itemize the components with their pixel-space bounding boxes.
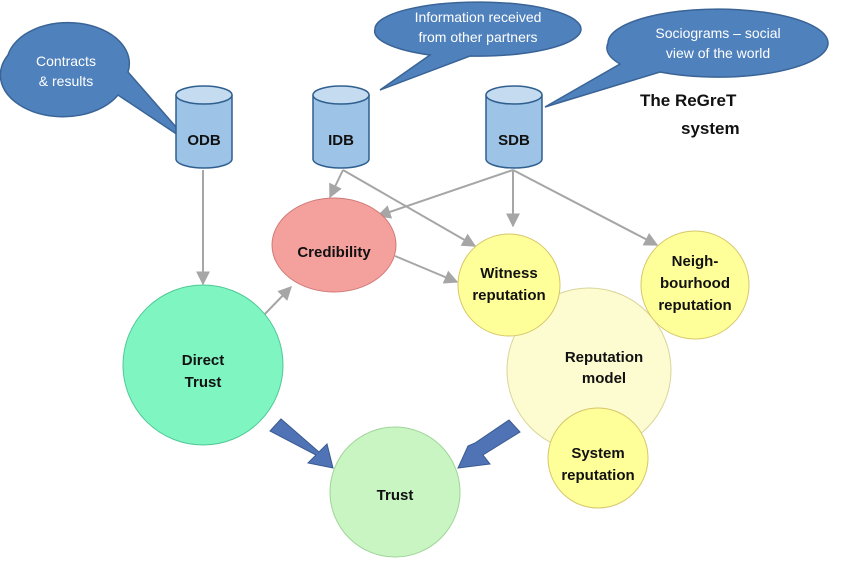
arrow-credibility-to-witness bbox=[394, 255, 459, 284]
information-callout-line1: Information received bbox=[415, 9, 542, 25]
idb-database: IDB bbox=[312, 85, 370, 169]
sociograms-callout-line1: Sociograms – social bbox=[655, 25, 780, 41]
system-reputation-node: System reputation bbox=[547, 407, 649, 509]
neighbourhood-reputation-node: Neigh- bourhood reputation bbox=[640, 230, 750, 340]
contracts-callout-line1: Contracts bbox=[36, 53, 96, 69]
credibility-node: Credibility bbox=[271, 197, 397, 293]
contracts-callout-line2: & results bbox=[39, 73, 93, 89]
connector-arrows bbox=[196, 169, 659, 318]
diagram-title-line1: The ReGreT bbox=[640, 91, 737, 110]
arrow-direct-trust-to-trust bbox=[269, 418, 334, 469]
direct-trust-label-line1: Direct bbox=[182, 352, 225, 369]
diagram-title-line2: system bbox=[681, 119, 740, 138]
information-callout-line2: from other partners bbox=[418, 29, 537, 45]
reputation-model-label-line2: model bbox=[582, 370, 626, 387]
arrow-sdb-to-neighbourhood bbox=[512, 169, 659, 246]
system-label-line1: System bbox=[571, 445, 624, 462]
arrow-direct-trust-to-credibility bbox=[261, 285, 292, 318]
system-label-line2: reputation bbox=[561, 467, 634, 484]
odb-label: ODB bbox=[187, 132, 221, 149]
sdb-label: SDB bbox=[498, 132, 530, 149]
direct-trust-node: Direct Trust bbox=[122, 284, 284, 446]
arrow-reputation-model-to-trust bbox=[457, 419, 521, 469]
arrow-idb-to-credibility bbox=[329, 169, 344, 199]
witness-reputation-node: Witness reputation bbox=[457, 233, 561, 337]
witness-label-line2: reputation bbox=[472, 287, 545, 304]
information-callout: Information received from other partners bbox=[373, 1, 582, 91]
arrow-idb-to-witness bbox=[342, 169, 477, 247]
neighbourhood-label-line3: reputation bbox=[658, 297, 731, 314]
contracts-callout: Contracts & results bbox=[0, 21, 191, 144]
witness-label-line1: Witness bbox=[480, 265, 537, 282]
reputation-model-label-line1: Reputation bbox=[565, 349, 643, 366]
direct-trust-label-line2: Trust bbox=[185, 374, 222, 391]
trust-node: Trust bbox=[329, 426, 461, 558]
neighbourhood-label-line2: bourhood bbox=[660, 275, 730, 292]
trust-label: Trust bbox=[377, 487, 414, 504]
sociograms-callout-line2: view of the world bbox=[666, 45, 770, 61]
sociograms-callout: Sociograms – social view of the world bbox=[544, 8, 829, 108]
odb-database: ODB bbox=[175, 85, 233, 169]
sdb-database: SDB bbox=[485, 85, 543, 169]
arrow-sdb-to-credibility bbox=[376, 169, 514, 219]
credibility-label: Credibility bbox=[297, 244, 371, 261]
neighbourhood-label-line1: Neigh- bbox=[672, 253, 719, 270]
idb-label: IDB bbox=[328, 132, 354, 149]
